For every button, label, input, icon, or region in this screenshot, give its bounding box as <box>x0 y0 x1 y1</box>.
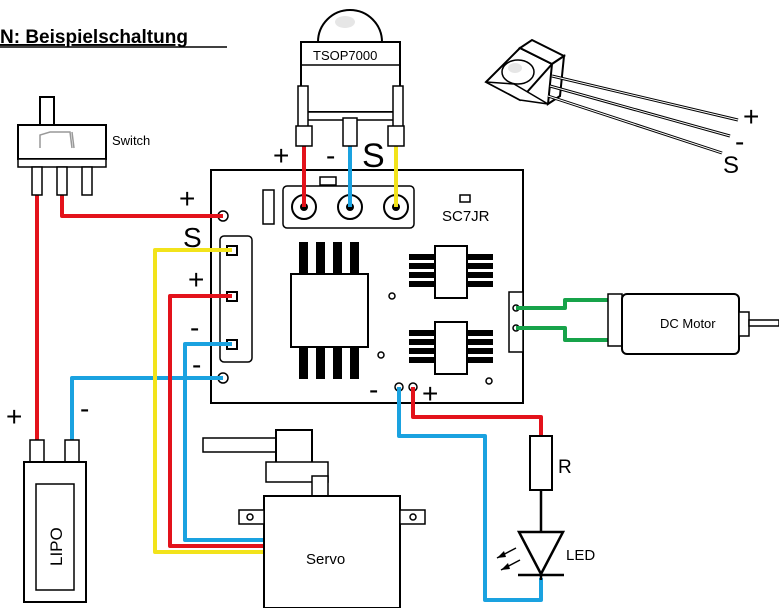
motor-label: DC Motor <box>660 316 716 331</box>
resistor-label: R <box>558 457 572 478</box>
lipo-plus-sign: + <box>6 401 22 432</box>
servo-signal-sign: S <box>183 222 202 253</box>
board-via-2 <box>377 351 385 359</box>
ir-minus-sign: - <box>735 126 744 157</box>
board-via-3 <box>485 377 493 385</box>
switch-plus-sign: + <box>179 183 195 214</box>
servo-minus-sign: - <box>190 312 199 343</box>
board-via-1 <box>388 292 396 300</box>
tsop-receiver <box>295 9 405 147</box>
diagram-title: N: Beispielschaltung <box>0 27 188 48</box>
led-label: LED <box>566 547 595 564</box>
power-switch <box>17 96 107 196</box>
servo-motor <box>202 429 426 608</box>
board-smd-part <box>459 194 471 203</box>
board-smd-part-2 <box>319 176 337 186</box>
wire-led-minus <box>397 387 543 602</box>
board-cap <box>262 189 275 225</box>
battery-minus-sign: - <box>192 349 201 380</box>
servo-plus-sign: + <box>188 264 204 295</box>
wire-led-plus <box>411 387 543 436</box>
dc-motor <box>607 293 779 355</box>
ir-receiver-illustration <box>484 38 739 155</box>
led <box>496 530 566 580</box>
wire-motor-2 <box>516 326 608 342</box>
ir-signal-sign: S <box>723 152 739 179</box>
tsop-label: TSOP7000 <box>313 48 377 63</box>
lipo-minus-sign: - <box>80 393 89 424</box>
wire-switch-board <box>60 195 223 218</box>
main-chip <box>290 242 369 379</box>
driver-chip-2 <box>409 321 493 375</box>
wire-servo-signal <box>153 248 265 554</box>
wire-lipo-minus <box>70 376 223 440</box>
tsop-plus-sign: + <box>273 140 289 171</box>
wire-servo-minus <box>183 342 265 542</box>
motor-connector <box>508 291 524 353</box>
switch-label: Switch <box>112 133 150 148</box>
lipo-label: LIPO <box>47 527 66 566</box>
wire-servo-plus <box>168 294 265 548</box>
led-plus-sign: + <box>422 378 438 409</box>
led-minus-sign: - <box>369 374 378 405</box>
tsop-signal-sign: S <box>362 137 385 175</box>
servo-label: Servo <box>306 551 345 568</box>
resistor <box>529 435 553 491</box>
driver-chip-1 <box>409 245 493 299</box>
tsop-minus-sign: - <box>326 140 335 171</box>
wire-motor-1 <box>516 298 608 310</box>
controller-label: SC7JR <box>442 208 490 225</box>
lipo-battery <box>23 439 87 603</box>
ir-plus-sign: + <box>743 101 759 132</box>
